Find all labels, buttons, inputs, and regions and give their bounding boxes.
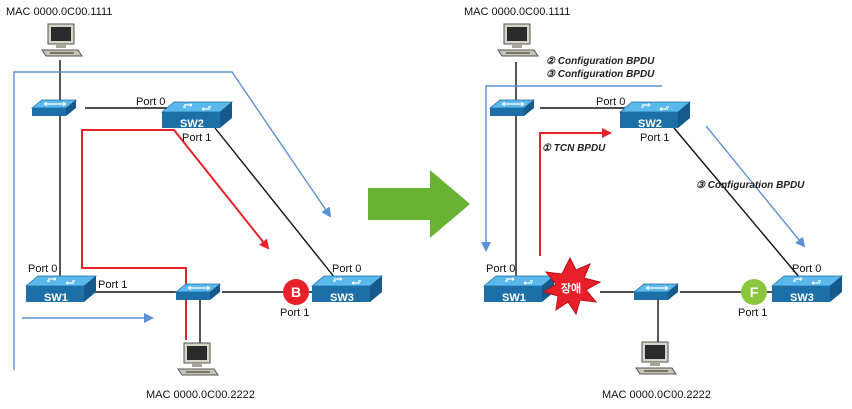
sw1-port1-label: Port 1 — [98, 279, 127, 291]
sw2-label: SW2 — [638, 118, 662, 130]
blocking-port-badge — [283, 279, 309, 305]
bpdu-config-3b-label: ③ Configuration BPDU — [696, 180, 805, 191]
mac-bottom-label: MAC 0000.0C00.2222 — [602, 389, 711, 401]
sw2-label: SW2 — [180, 118, 204, 130]
bpdu-tcn-label: ① TCN BPDU — [542, 143, 606, 154]
bpdu-path-config-2 — [481, 85, 662, 252]
sw2-port0-label: Port 0 — [596, 96, 625, 108]
forwarding-port-badge — [741, 279, 767, 305]
blocking-badge-label: B — [291, 284, 301, 300]
sw1-port0-label: Port 0 — [486, 263, 515, 275]
sw1-label: SW1 — [502, 292, 526, 304]
sw2-port0-label: Port 0 — [136, 96, 165, 108]
bpdu-config-3a-label: ③ Configuration BPDU — [546, 69, 655, 80]
hub-icon — [633, 283, 679, 301]
arrow-right-icon — [368, 170, 470, 238]
hub-icon — [31, 99, 77, 117]
sw3-port0-label: Port 0 — [332, 263, 361, 275]
pc-icon — [497, 23, 539, 57]
cable-sw2-sw3 — [214, 127, 336, 279]
pc-icon — [177, 342, 219, 376]
hub-icon — [175, 283, 221, 301]
hub-icon — [489, 99, 535, 117]
mac-top-label: MAC 0000.0C00.1111 — [464, 6, 570, 18]
forwarding-badge-label: F — [750, 284, 759, 300]
mac-top-label: MAC 0000.0C00.1111 — [6, 6, 112, 18]
bpdu-path-upper — [13, 71, 332, 370]
mac-bottom-label: MAC 0000.0C00.2222 — [146, 389, 255, 401]
explosion-icon — [542, 256, 602, 316]
bpdu-path-config-3 — [705, 125, 806, 248]
right-diagram: 장애 F MAC 0000.0C00.1111 MAC 0000.0C00.22… — [464, 6, 843, 401]
sw2-port1-label: Port 1 — [182, 132, 211, 144]
bpdu-config-2-label: ② Configuration BPDU — [546, 56, 655, 67]
traffic-path — [81, 129, 270, 340]
cable-sw2-sw3 — [673, 127, 801, 279]
sw3-port1-label: Port 1 — [738, 307, 767, 319]
left-diagram: B MAC 0000.0C00.1111 MAC 0000.0C00.2222 … — [6, 6, 383, 401]
sw3-label: SW3 — [330, 292, 354, 304]
failure-label: 장애 — [561, 281, 581, 295]
sw1-port0-label: Port 0 — [28, 263, 57, 275]
sw3-port1-label: Port 1 — [280, 307, 309, 319]
tcn-path — [539, 128, 612, 256]
sw3-label: SW3 — [790, 292, 814, 304]
pc-icon — [41, 23, 83, 57]
sw1-label: SW1 — [44, 292, 68, 304]
pc-icon — [635, 341, 677, 375]
sw3-port0-label: Port 0 — [792, 263, 821, 275]
sw2-port1-label: Port 1 — [640, 132, 669, 144]
